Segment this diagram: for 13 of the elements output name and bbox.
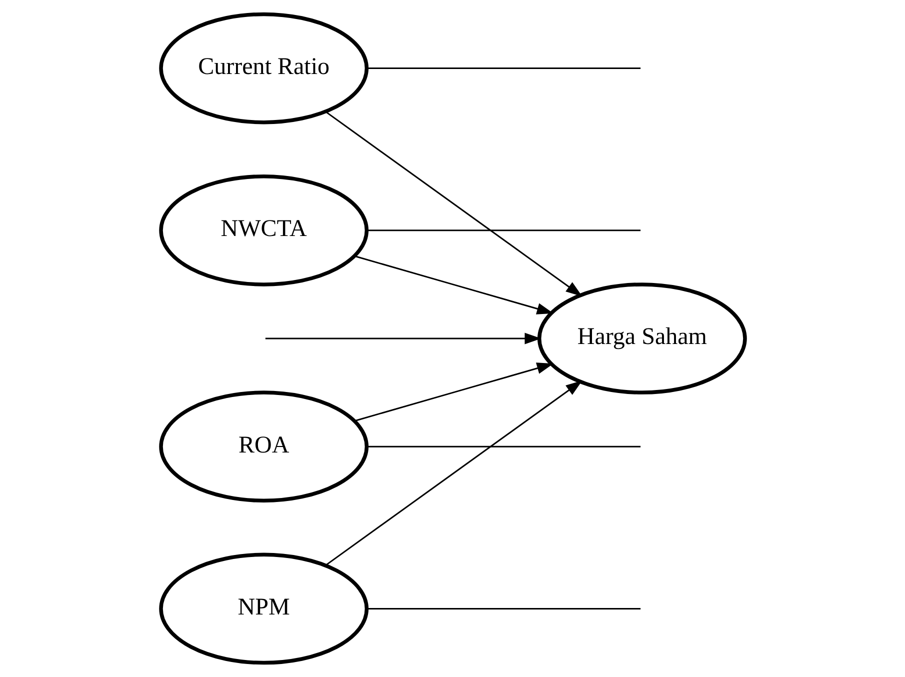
- node-ellipse: NWCTA: [158, 174, 368, 286]
- connector: [366, 446, 640, 448]
- node-ellipse: ROA: [158, 390, 368, 503]
- node-ellipse: Current Ratio: [158, 12, 368, 124]
- arrow: [354, 362, 553, 422]
- arrow: [324, 111, 582, 297]
- connector: [366, 230, 640, 232]
- arrow: [354, 255, 553, 314]
- node-ellipse: NPM: [158, 552, 368, 665]
- connector: [366, 608, 640, 610]
- arrow: [264, 332, 541, 344]
- arrow: [324, 380, 582, 566]
- connector: [366, 68, 640, 70]
